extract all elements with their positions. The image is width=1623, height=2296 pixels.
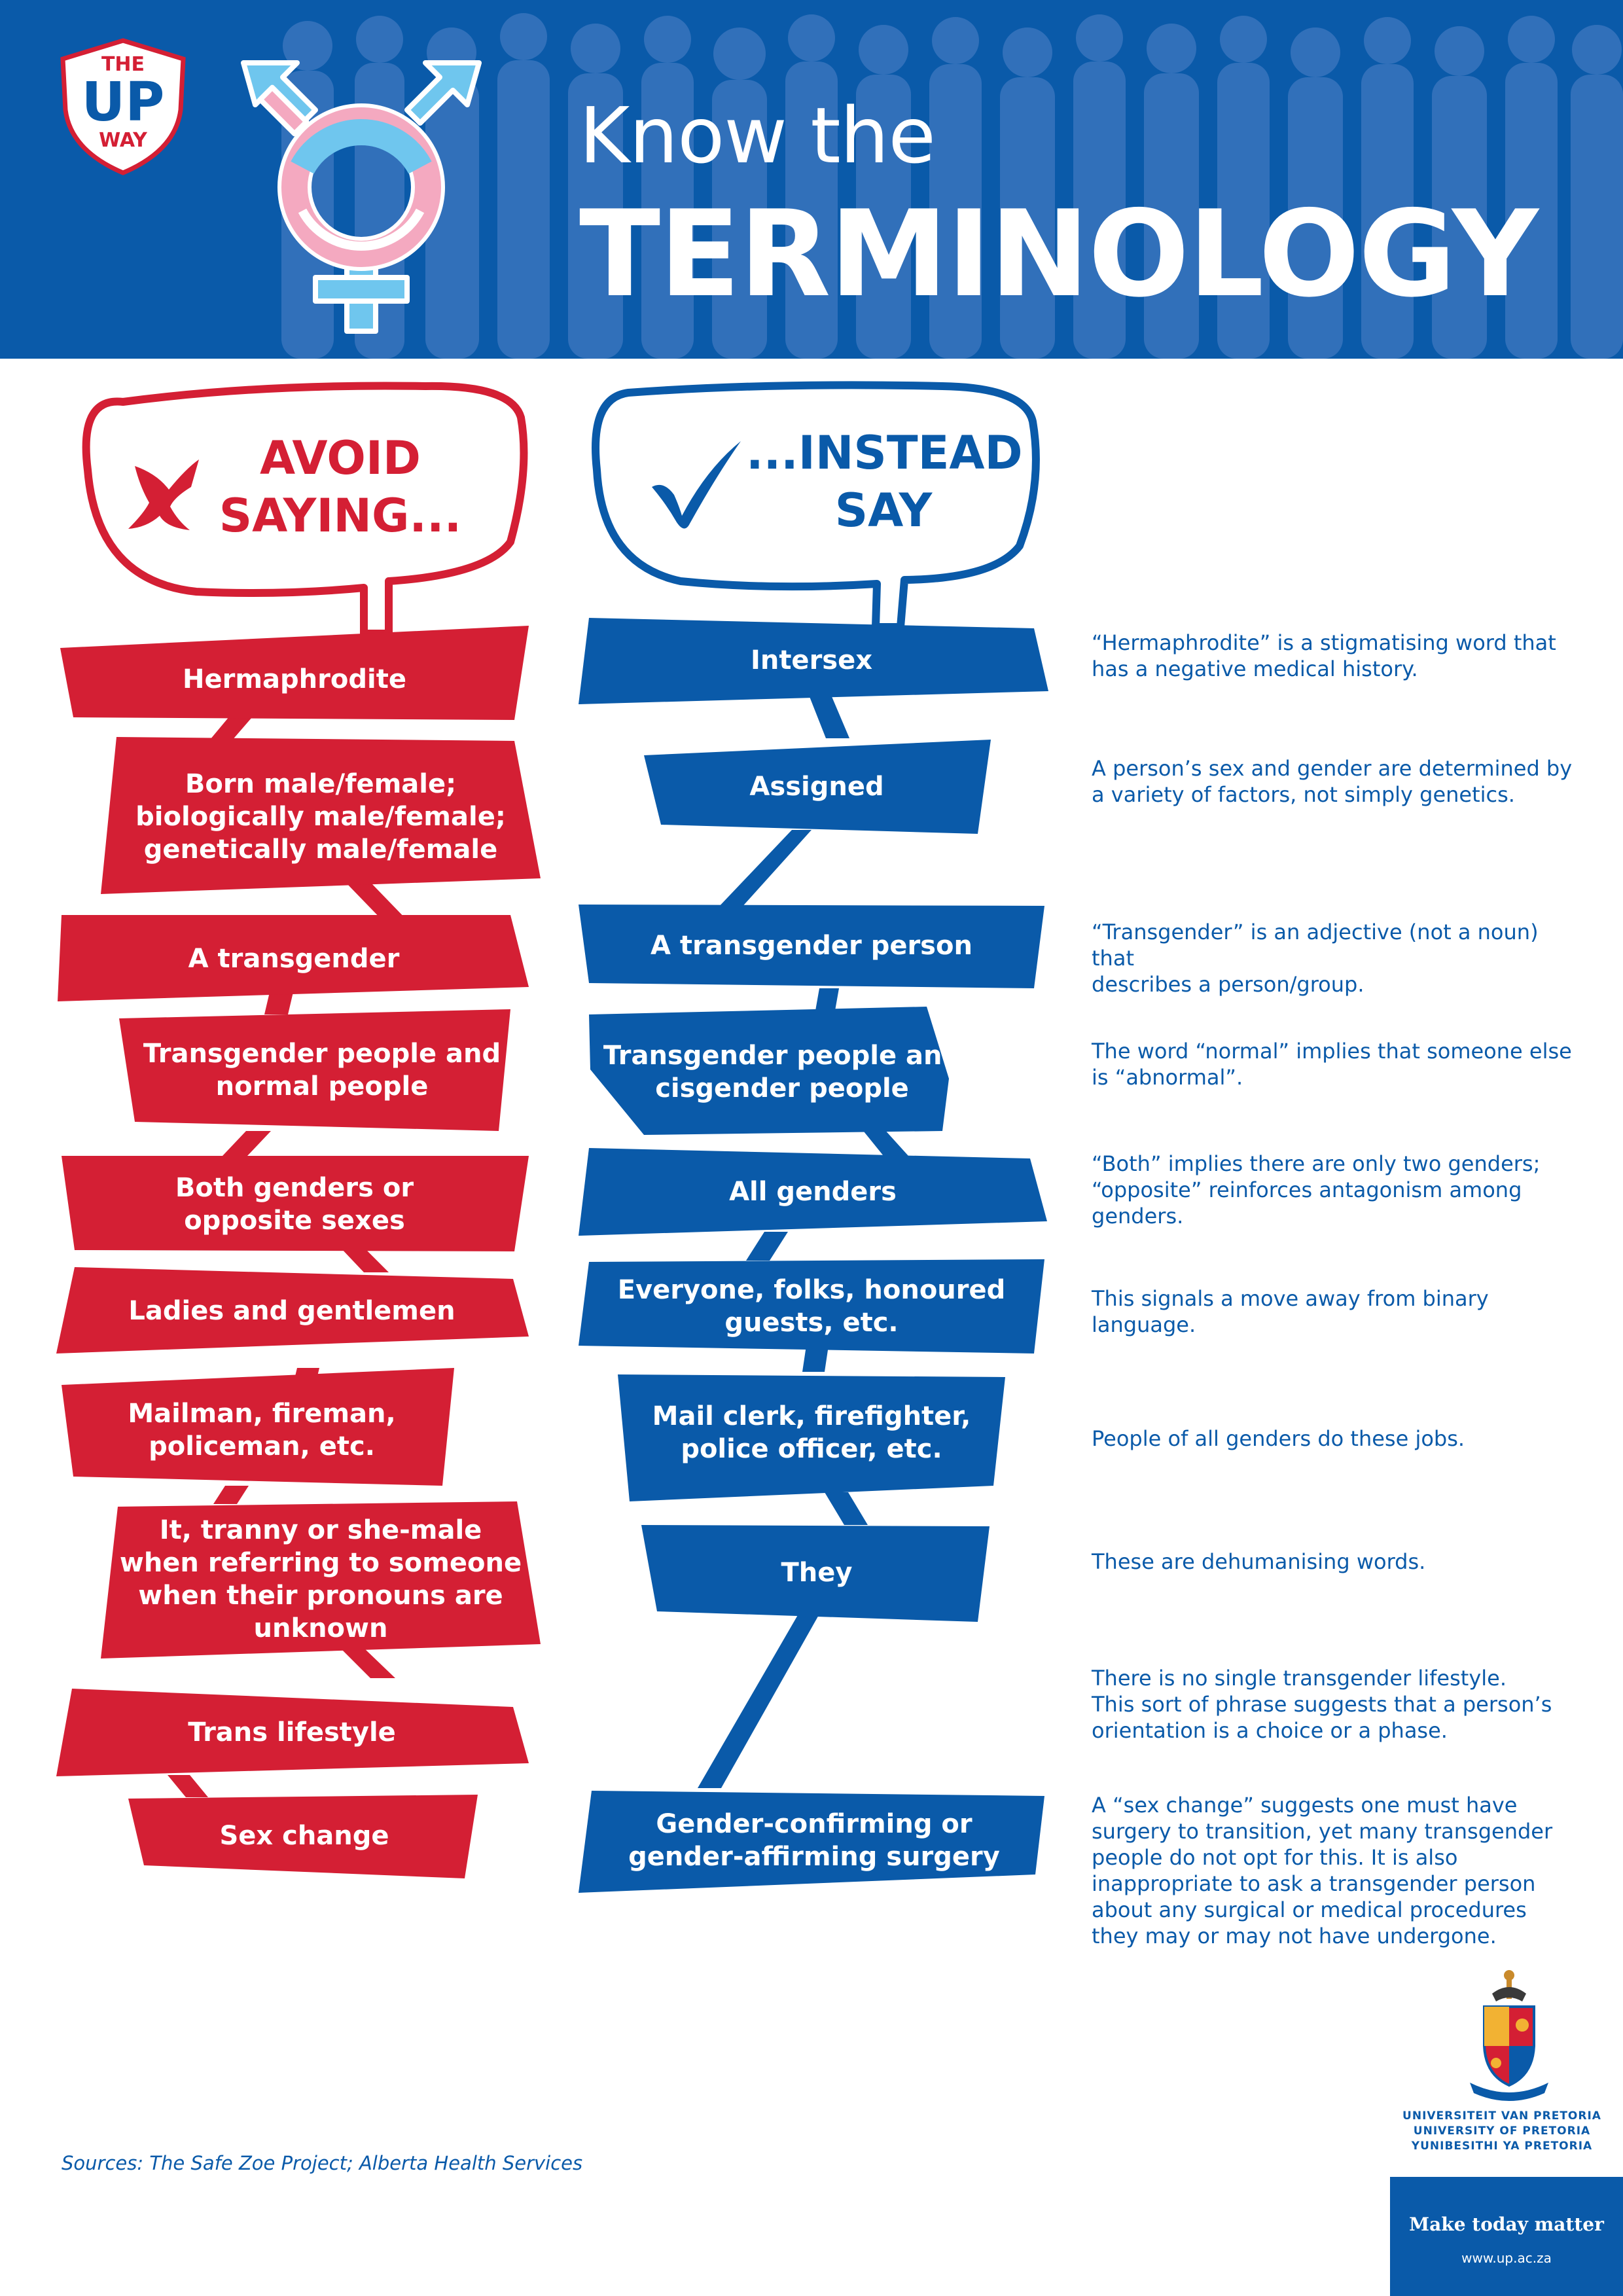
avoid-speech-bubble bbox=[82, 382, 528, 637]
diagram-graphics bbox=[56, 381, 1048, 1893]
explanation-text: “Hermaphrodite” is a stigmatising word t… bbox=[1092, 630, 1556, 681]
explanation-text: These are dehumanising words. bbox=[1092, 1549, 1426, 1574]
crowd-silhouette-image bbox=[281, 13, 1623, 359]
avoid-term: Hermaphrodite bbox=[183, 664, 406, 694]
logo-line3: WAY bbox=[99, 129, 148, 152]
instead-term: All genders bbox=[729, 1177, 897, 1207]
avoid-saying-heading: AVOID SAYING... bbox=[216, 429, 465, 545]
instead-term: Everyone, folks, honoured guests, etc. bbox=[617, 1275, 1006, 1338]
instead-term: Mail clerk, firefighter, police officer,… bbox=[652, 1401, 971, 1464]
logo-line1: THE bbox=[101, 53, 145, 76]
instead-banners bbox=[579, 618, 1048, 1893]
avoid-term: Mailman, fireman, policeman, etc. bbox=[128, 1399, 396, 1462]
instead-term: Assigned bbox=[749, 772, 884, 802]
instead-say-heading: ...INSTEAD SAY bbox=[746, 424, 1023, 539]
avoid-heading-line1: AVOID bbox=[259, 431, 421, 485]
instead-term: A transgender person bbox=[651, 931, 972, 961]
avoid-banners bbox=[56, 626, 541, 1878]
avoid-term: Born male/female; biologically male/fema… bbox=[135, 769, 506, 865]
university-name-english: UNIVERSITY OF PRETORIA bbox=[1413, 2125, 1591, 2138]
instead-speech-bubble bbox=[592, 381, 1040, 631]
instead-term: Transgender people and cisgender people bbox=[603, 1041, 961, 1103]
instead-heading-line1: ...INSTEAD bbox=[746, 426, 1023, 480]
cross-icon bbox=[128, 459, 199, 530]
avoid-term: Transgender people and normal people bbox=[143, 1039, 501, 1102]
avoid-term: A transgender bbox=[188, 944, 400, 974]
logo-line2: UP bbox=[82, 71, 165, 134]
avoid-term: It, tranny or she-male when referring to… bbox=[119, 1515, 522, 1643]
transgender-symbol-icon bbox=[241, 60, 482, 334]
university-name-sepedi: YUNIBESITHI YA PRETORIA bbox=[1411, 2140, 1593, 2153]
explanation-text: “Both” implies there are only two gender… bbox=[1092, 1151, 1541, 1229]
title-terminology: TERMINOLOGY bbox=[579, 185, 1539, 323]
explanation-text: This signals a move away from binary lan… bbox=[1092, 1286, 1489, 1337]
instead-term: Intersex bbox=[750, 645, 873, 675]
explanation-text: The word “normal” implies that someone e… bbox=[1092, 1039, 1572, 1090]
university-crest-icon bbox=[1470, 1970, 1548, 2101]
instead-term: Gender-confirming or gender-affirming su… bbox=[628, 1809, 1000, 1872]
explanation-text: There is no single transgender lifestyle… bbox=[1092, 1666, 1552, 1743]
university-motto: Make today matter bbox=[1409, 2214, 1604, 2235]
explanation-text: A “sex change” suggests one must have su… bbox=[1092, 1793, 1553, 1948]
avoid-term: Trans lifestyle bbox=[188, 1717, 396, 1748]
title-know-the: Know the bbox=[579, 90, 936, 181]
checkmark-icon bbox=[652, 441, 741, 529]
university-url[interactable]: www.up.ac.za bbox=[1461, 2250, 1552, 2266]
avoid-term: Sex change bbox=[219, 1821, 389, 1851]
avoid-heading-line2: SAYING... bbox=[219, 489, 462, 543]
university-name-afrikaans: UNIVERSITEIT VAN PRETORIA bbox=[1402, 2109, 1601, 2123]
explanation-text: People of all genders do these jobs. bbox=[1092, 1426, 1465, 1451]
explanation-text: “Transgender” is an adjective (not a nou… bbox=[1092, 920, 1539, 997]
footer-motto-box: Make today matter www.up.ac.za bbox=[1390, 2177, 1623, 2296]
university-names: UNIVERSITEIT VAN PRETORIA UNIVERSITY OF … bbox=[1394, 2109, 1610, 2154]
header-banner: THE UP WAY Know the TERMINOLOGY bbox=[0, 0, 1623, 359]
instead-heading-line2: SAY bbox=[834, 484, 933, 537]
avoid-term: Both genders or opposite sexes bbox=[175, 1173, 414, 1236]
avoid-term: Ladies and gentlemen bbox=[128, 1296, 455, 1326]
sources-note: Sources: The Safe Zoe Project; Alberta H… bbox=[62, 2152, 583, 2174]
explanation-text: A person’s sex and gender are determined… bbox=[1092, 756, 1573, 807]
instead-term: They bbox=[781, 1558, 853, 1588]
shield-logo-icon: THE UP WAY bbox=[60, 38, 186, 175]
terminology-diagram: AVOID SAYING... ...INSTEAD SAY Hermaphro… bbox=[0, 359, 1623, 2296]
